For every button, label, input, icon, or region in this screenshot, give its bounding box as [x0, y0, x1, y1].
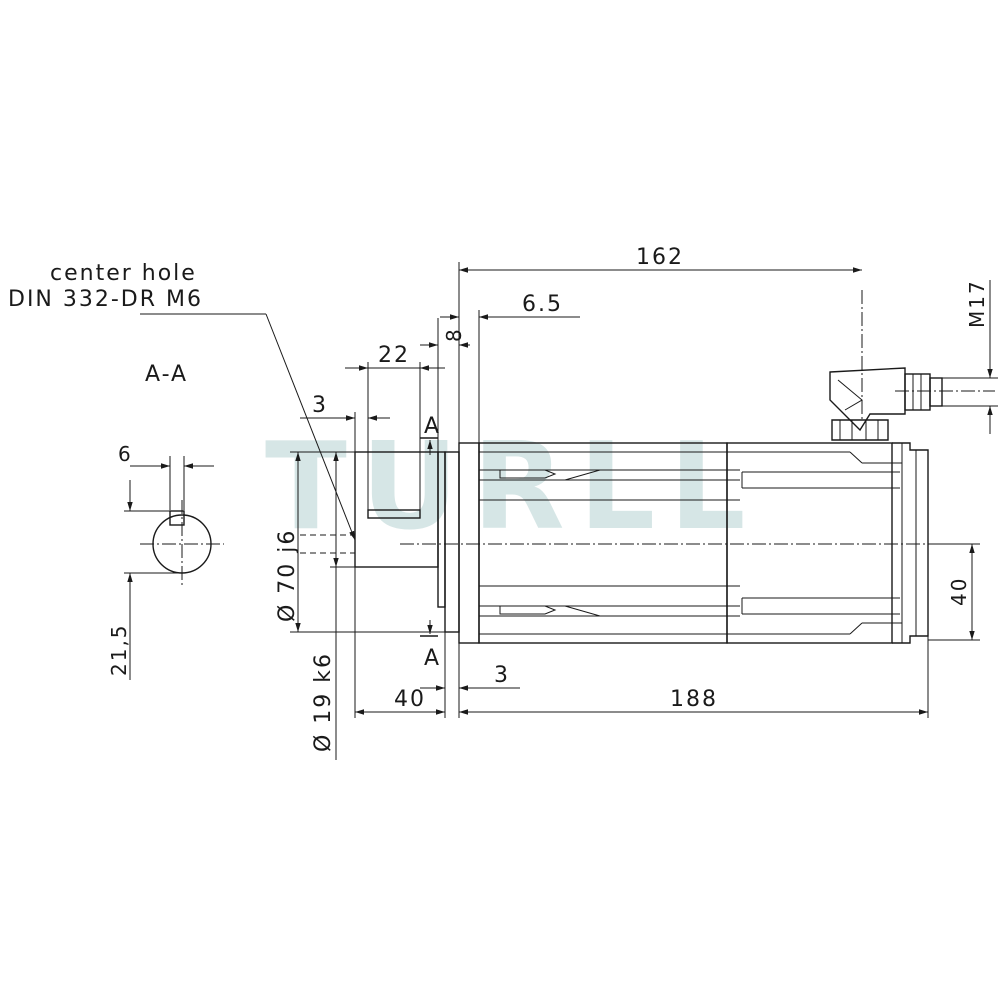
motor-body-rear — [726, 442, 893, 644]
connector — [829, 367, 943, 441]
shaft-key — [367, 509, 421, 519]
section-mark-bottom: A — [424, 646, 441, 671]
dim-3-key: 3 — [312, 393, 328, 418]
dim-shaft-diameter: Ø 19 k6 — [311, 652, 336, 752]
dim-40-shaft: 40 — [394, 687, 426, 712]
dim-3-pilot: 3 — [494, 663, 510, 688]
section-view: A-A 6 21,5 — [107, 362, 224, 680]
keyway — [169, 510, 185, 526]
section-marks: A A — [420, 414, 441, 671]
callout-line1: center hole — [50, 261, 197, 286]
center-hole-callout: center hole DIN 332-DR M6 — [8, 261, 356, 541]
dim-188: 188 — [670, 687, 718, 712]
dim-m17: M17 — [965, 279, 989, 328]
dim-40-right: 40 — [947, 577, 971, 606]
motor-side-view — [300, 290, 995, 644]
dim-8: 8 — [442, 327, 466, 342]
section-label: A-A — [145, 362, 188, 387]
dim-6-5: 6.5 — [522, 292, 563, 317]
dimensions: 162 6.5 8 22 3 Ø 70 j6 Ø 19 k6 — [275, 245, 998, 760]
watermark: TURLL — [265, 418, 760, 557]
end-cap — [892, 442, 929, 644]
callout-line2: DIN 332-DR M6 — [8, 287, 203, 312]
dim-162: 162 — [636, 245, 684, 270]
dim-22: 22 — [378, 343, 410, 368]
dim-pilot-diameter: Ø 70 j6 — [275, 529, 300, 622]
dim-key-width: 6 — [118, 442, 133, 466]
dim-key-depth: 21,5 — [107, 623, 131, 676]
section-mark-top: A — [424, 414, 441, 439]
